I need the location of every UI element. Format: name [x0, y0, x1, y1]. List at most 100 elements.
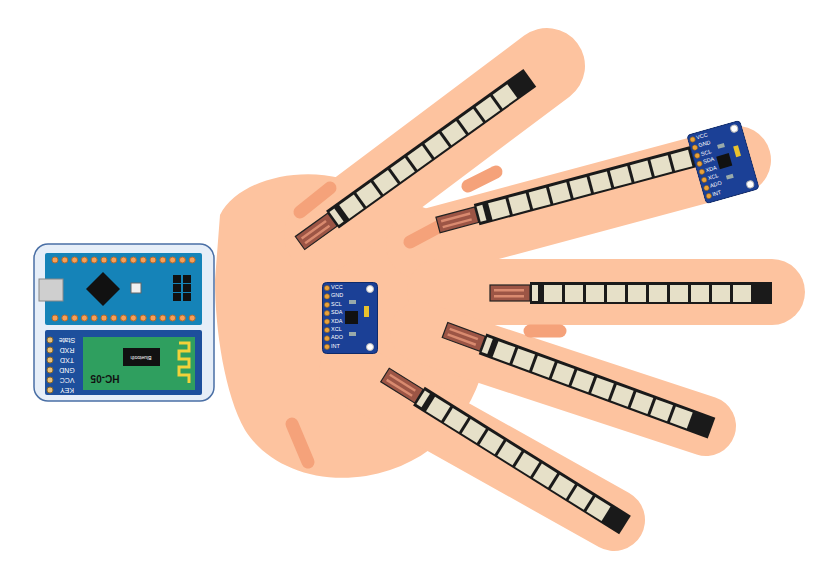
header-pin: [150, 257, 156, 263]
sensor-segment: [670, 285, 688, 302]
controller-panel: StateRXDTXDGNDVCCKEYHC-05Bluetooth: [33, 243, 215, 402]
header-pin: [91, 257, 97, 263]
module-pin: [47, 347, 53, 353]
imu-pin: [324, 336, 329, 341]
sensor-segment: [532, 356, 555, 378]
pin-label: State: [59, 337, 75, 344]
capacitor: [733, 145, 741, 157]
sensor-segment: [493, 84, 518, 108]
header-pin: [62, 257, 68, 263]
imu-pin: [701, 177, 707, 183]
sensor-segment: [424, 133, 449, 157]
flex-sensor: [441, 320, 715, 439]
sensor-gap: [416, 390, 430, 407]
sensor-trace: [442, 218, 472, 228]
sensor-segment: [442, 121, 467, 145]
usb-connector: [39, 279, 63, 301]
panel-frame: [34, 244, 214, 401]
flex-sensor: [490, 282, 772, 304]
pin-label: KEY: [60, 387, 74, 394]
sensor-tail: [295, 213, 337, 249]
sensor-tail: [436, 207, 479, 233]
resistor: [349, 300, 356, 304]
sensor-segment: [650, 399, 673, 421]
arduino-board: [45, 253, 202, 325]
sensor-segment: [462, 419, 486, 443]
header-pin: [81, 257, 87, 263]
pin-label: XCL: [331, 327, 342, 333]
imu-pin: [324, 294, 329, 299]
sensor-segment: [569, 177, 591, 198]
sensor-segment: [533, 464, 557, 488]
pin-label: SDA: [331, 310, 342, 316]
header-pin: [62, 315, 68, 321]
imu-pin: [324, 319, 329, 324]
sensor-segment: [529, 188, 551, 209]
header-pin: [121, 257, 127, 263]
resistor: [717, 143, 725, 149]
skin-crease: [530, 325, 560, 338]
sensor-segment: [631, 392, 654, 414]
imu-pin: [703, 185, 709, 191]
sensor-tail: [381, 368, 423, 403]
header-pin: [179, 315, 185, 321]
skin-crease: [292, 424, 308, 462]
sensor-segment: [488, 199, 510, 220]
sensor-segment: [610, 166, 632, 187]
sensor-segment: [650, 155, 672, 176]
sensor-tail: [442, 322, 485, 351]
header-pin: [140, 315, 146, 321]
sensor-body: [326, 69, 536, 229]
finger: [440, 259, 772, 325]
imu-pin: [692, 144, 698, 150]
header-pin: [101, 315, 107, 321]
sensor-segment: [459, 109, 484, 133]
sensor-gap: [482, 337, 493, 354]
mount-hole: [730, 124, 739, 133]
microcontroller: [86, 272, 120, 306]
sensor-segment: [586, 285, 604, 302]
sensor-segment: [670, 406, 693, 428]
sensor-trace: [304, 225, 330, 245]
header-pin: [121, 315, 127, 321]
sensor-segment: [691, 285, 709, 302]
hc05-board: [45, 330, 202, 395]
header-pin: [179, 257, 185, 263]
imu-pin: [689, 136, 695, 142]
sensor-body: [413, 387, 631, 534]
sensor-segment: [628, 285, 646, 302]
sensor-segment: [549, 182, 571, 203]
imu-pin: [324, 302, 329, 307]
icsp-pin: [173, 293, 181, 301]
finger: [350, 372, 614, 520]
resistor: [349, 332, 356, 336]
pin-label: SCL: [331, 302, 342, 308]
header-pin: [130, 257, 136, 263]
sensor-segment: [649, 285, 667, 302]
sensor-segment: [493, 341, 516, 363]
icsp-pin: [183, 275, 191, 283]
pin-label: GND: [331, 294, 343, 300]
resistor: [726, 174, 734, 180]
pin-label: RXD: [60, 347, 75, 354]
sensor-segment: [607, 285, 625, 302]
sensor-segment: [407, 145, 432, 169]
imu-pin: [324, 285, 329, 290]
header-pin: [140, 257, 146, 263]
skin-crease: [468, 172, 496, 186]
sensor-segment: [568, 486, 592, 510]
sensor-segment: [712, 285, 730, 302]
imu-art: [322, 282, 378, 354]
bluetooth-chip: [123, 348, 160, 366]
sensor-body: [474, 144, 703, 225]
header-pin: [52, 257, 58, 263]
sensor-body: [479, 333, 716, 438]
mount-hole: [746, 180, 755, 189]
sensor-segment: [551, 475, 575, 499]
header-pin: [111, 257, 117, 263]
pin-label: VCC: [60, 377, 75, 384]
sensor-segment: [426, 397, 450, 421]
icsp-pin: [173, 284, 181, 292]
module-name: HC-05: [91, 373, 120, 383]
sensor-trace: [386, 379, 413, 397]
